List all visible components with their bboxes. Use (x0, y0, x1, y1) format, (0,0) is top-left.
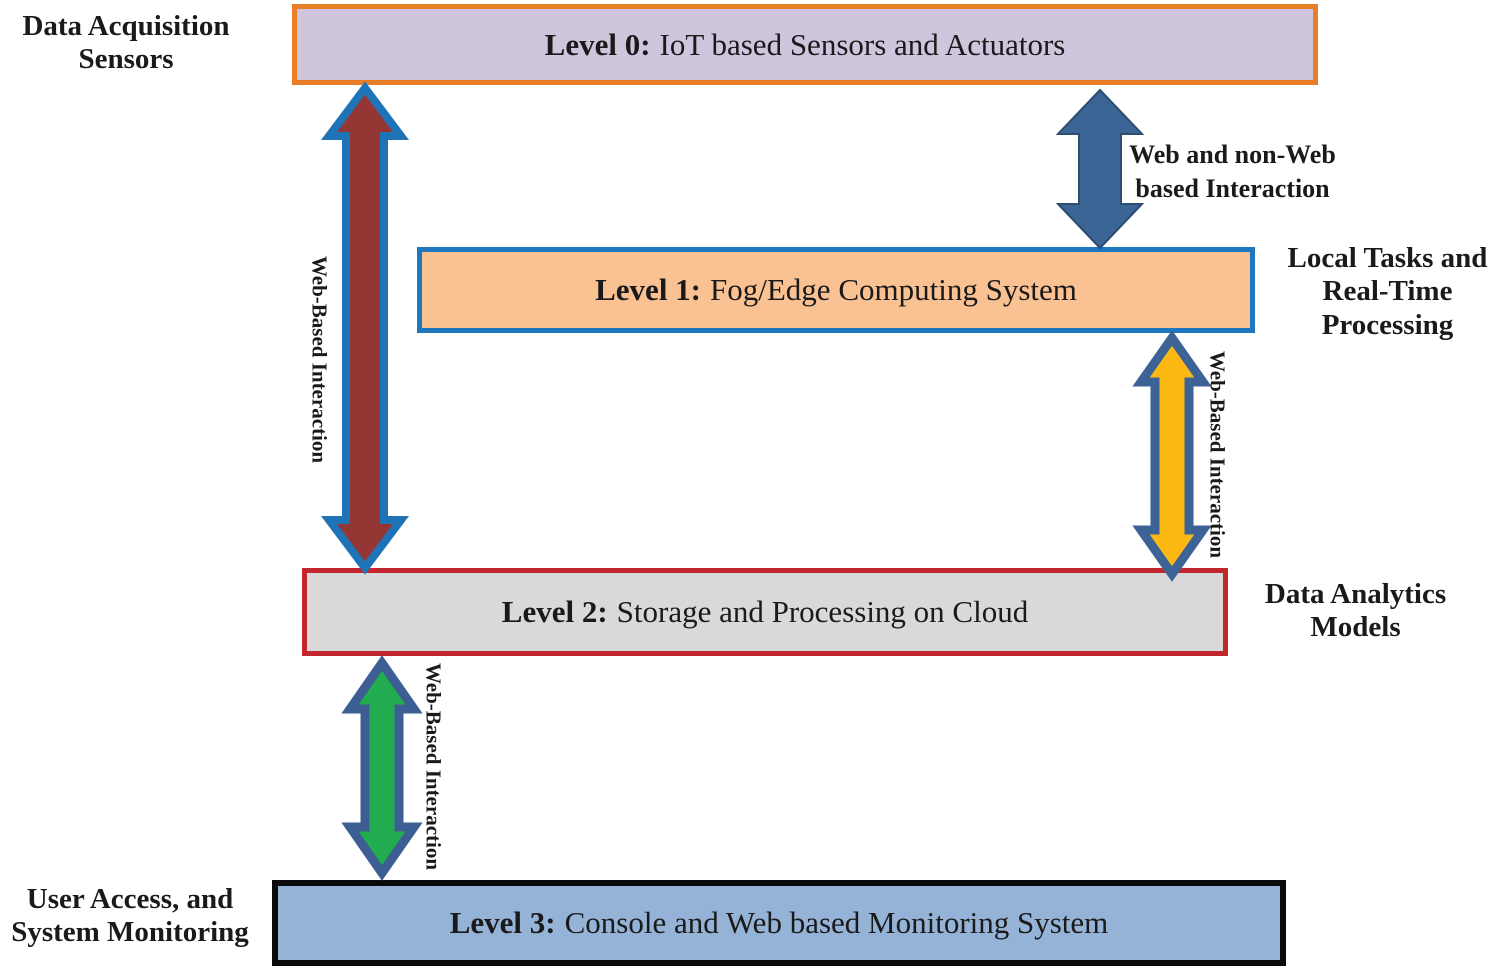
label-line: User Access, and (26, 883, 234, 915)
arrow-level2-level3 (341, 655, 423, 881)
label-line: System Monitoring (11, 916, 249, 949)
double-arrow-maroon-icon (321, 81, 409, 575)
label-line: based Interaction (1135, 173, 1330, 203)
label-line: Web and non-Web (1129, 140, 1336, 169)
label-line: Real-Time (1322, 275, 1453, 308)
label-web-based-interaction-bottom: Web-Based Interaction (421, 662, 446, 871)
label-data-analytics-models: Data Analytics Models (1248, 578, 1463, 645)
level0-prefix: Level 0: (544, 26, 651, 62)
arrow-level1-level2 (1132, 330, 1212, 582)
label-line: Local Tasks and (1287, 242, 1488, 274)
double-arrow-green-icon (341, 655, 423, 881)
level0-box: Level 0: IoT based Sensors and Actuators (292, 4, 1318, 85)
label-line: Models (1310, 611, 1401, 644)
level3-box: Level 3: Console and Web based Monitorin… (272, 880, 1286, 966)
arrow-level0-level1 (1055, 88, 1145, 250)
level1-box: Level 1: Fog/Edge Computing System (417, 247, 1255, 333)
label-line: Data Acquisition (22, 10, 230, 42)
label-local-tasks-processing: Local Tasks and Real-Time Processing (1280, 242, 1495, 342)
label-web-based-interaction-right: Web-Based Interaction (1205, 350, 1230, 559)
label-data-acquisition-sensors: Data Acquisition Sensors (0, 10, 252, 77)
label-line: Sensors (78, 43, 174, 76)
level2-prefix: Level 2: (501, 594, 608, 629)
level3-title: Console and Web based Monitoring System (564, 905, 1109, 940)
double-arrow-steelblue-icon (1055, 88, 1145, 250)
label-web-nonweb-interaction: Web and non-Web based Interaction (1125, 138, 1340, 206)
level2-box: Level 2: Storage and Processing on Cloud (302, 568, 1228, 656)
double-arrow-yellow-icon (1132, 330, 1212, 582)
label-line: Data Analytics (1264, 578, 1447, 610)
level1-title: Fog/Edge Computing System (710, 272, 1077, 307)
label-line: Processing (1321, 308, 1454, 341)
level3-prefix: Level 3: (449, 905, 556, 940)
level0-title: IoT based Sensors and Actuators (659, 26, 1066, 62)
arrow-level0-level2 (321, 81, 409, 575)
label-web-based-interaction-left: Web-Based Interaction (307, 255, 332, 464)
label-user-access-monitoring: User Access, and System Monitoring (0, 883, 260, 950)
level1-prefix: Level 1: (595, 272, 702, 307)
level2-title: Storage and Processing on Cloud (616, 594, 1029, 629)
